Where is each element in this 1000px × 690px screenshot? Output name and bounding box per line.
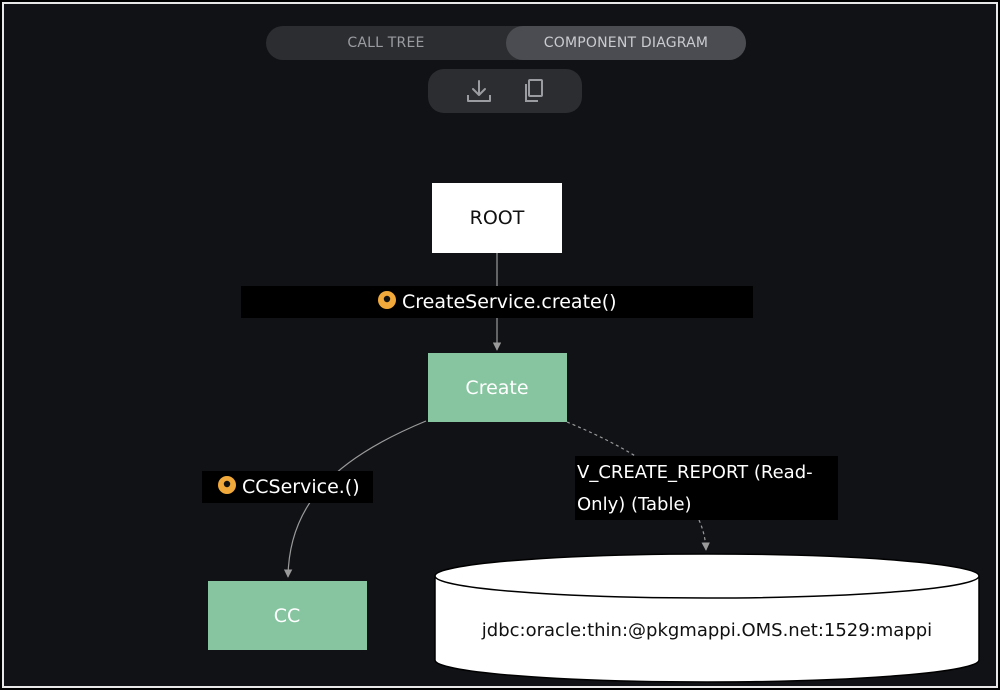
tab-component-diagram[interactable]: COMPONENT DIAGRAM: [506, 26, 746, 60]
node-cc-label: CC: [274, 605, 301, 627]
node-database[interactable]: jdbc:oracle:thin:@pkgmappi.OMS.net:1529:…: [434, 553, 980, 683]
node-create-label: Create: [465, 377, 528, 399]
edge-label-create-cc: CCService.(): [202, 471, 373, 503]
node-root[interactable]: ROOT: [432, 183, 562, 253]
edge-label-create-db-line1: V_CREATE_REPORT (Read-: [577, 462, 813, 483]
download-button[interactable]: [465, 78, 493, 104]
copy-icon: [525, 79, 543, 102]
node-create[interactable]: Create: [428, 353, 567, 422]
edge-label-create-db-line2: Only) (Table): [577, 494, 692, 515]
node-cc[interactable]: CC: [208, 581, 367, 650]
node-database-label: jdbc:oracle:thin:@pkgmappi.OMS.net:1529:…: [481, 620, 932, 641]
edge-label-root-create-text: CreateService.create(): [402, 291, 617, 313]
edge-label-create-db: V_CREATE_REPORT (Read- Only) (Table): [575, 456, 838, 520]
tab-call-tree[interactable]: CALL TREE: [347, 35, 425, 51]
edge-label-root-create: CreateService.create(): [241, 286, 753, 318]
node-root-label: ROOT: [470, 207, 525, 229]
location-icon: [218, 476, 236, 494]
view-tabs: CALL TREE COMPONENT DIAGRAM: [266, 26, 746, 60]
component-diagram: ROOT CreateService.create() Create CCSer…: [202, 183, 980, 683]
location-icon: [378, 291, 396, 309]
copy-button[interactable]: [520, 78, 548, 104]
edge-label-create-cc-text: CCService.(): [242, 476, 360, 498]
diagram-toolbar: [428, 69, 582, 113]
download-icon: [467, 80, 491, 102]
